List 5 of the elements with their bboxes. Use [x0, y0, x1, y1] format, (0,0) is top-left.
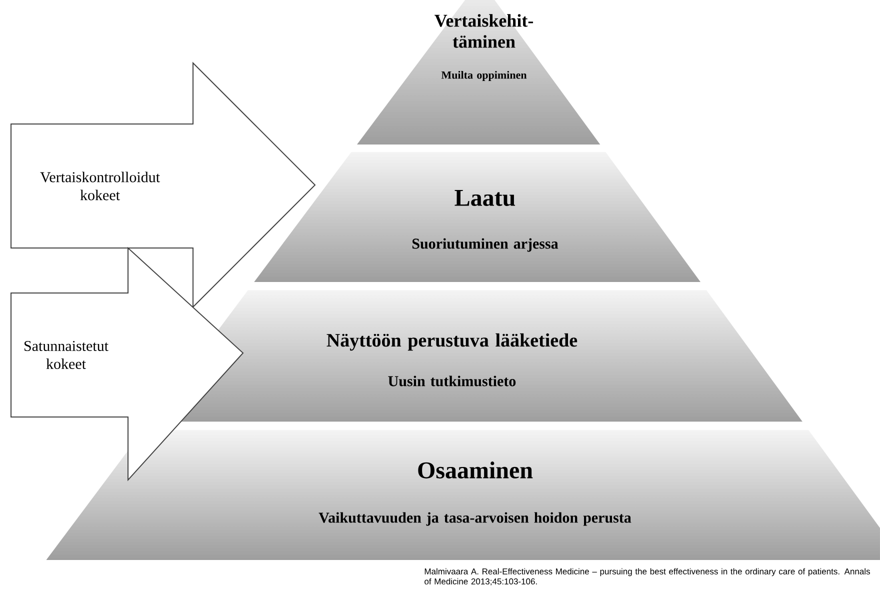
pyramid-level: Näyttöön perustuva lääketiede Uusin tutkimustieto	[326, 333, 578, 386]
pyramid-level: Laatu Suoriutuminen arjessa	[412, 190, 558, 252]
citation: Malmivaara A. Real-Effectiveness Medicine – pursuing the best effectiveness in the ordinary care of patients. Annals of Medicine 2013;45:103-106.	[424, 568, 870, 586]
pyramid-level: Vertaiskehit- täminen Muilta oppiminen	[434, 14, 534, 81]
pyramid-level: Osaaminen Vaikuttavuuden ja tasa-arvoisen hoidon perusta	[318, 462, 632, 526]
